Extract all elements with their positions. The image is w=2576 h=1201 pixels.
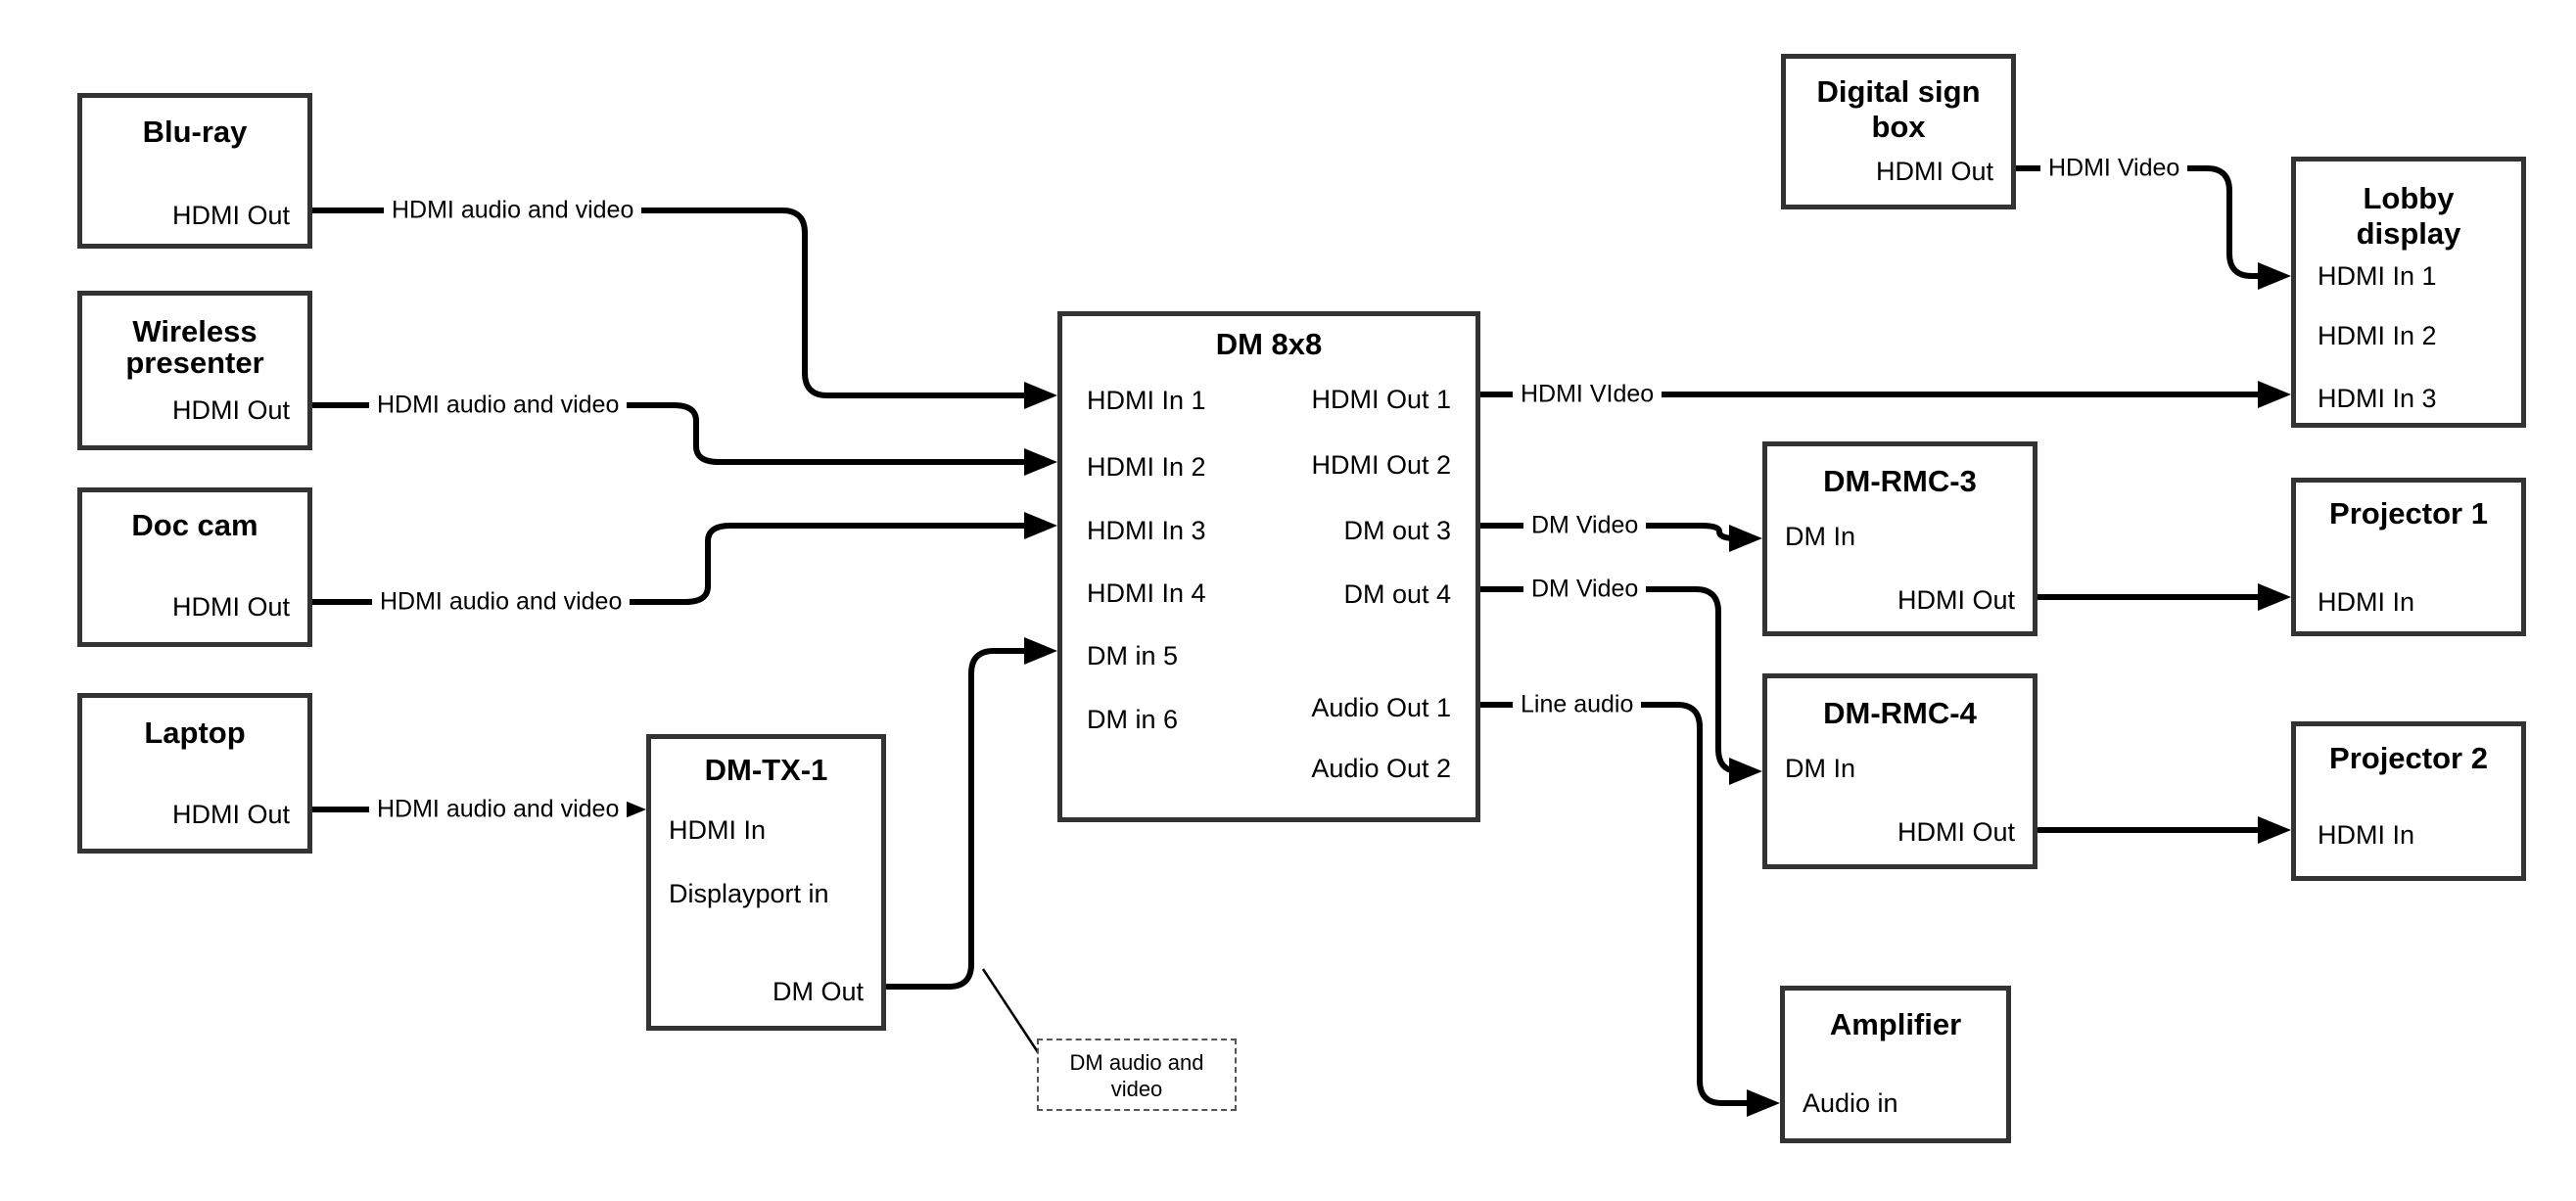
edge-doccam-to-dm8x8	[312, 523, 1034, 605]
edge-label-dm-video-out4: DM Video	[1523, 574, 1647, 605]
edge-label-hdmi-av-wireless: HDMI audio and video	[369, 390, 628, 421]
arrowhead	[2258, 583, 2291, 611]
arrowhead	[1729, 758, 1762, 785]
node-lobby-display: Lobby display HDMI In 1 HDMI In 2 HDMI I…	[2291, 157, 2526, 428]
node-title: Lobby display	[2356, 181, 2461, 251]
node-dm-rmc-4: DM-RMC-4 DM In HDMI Out	[1762, 673, 2037, 869]
edge-dm8x8-out4-to-rmc4	[1480, 586, 1740, 774]
port-dm8x8-audio-out-2: Audio Out 2	[1311, 754, 1451, 783]
node-wireless-presenter: Wireless presenter HDMI Out	[77, 291, 312, 450]
note-dm-audio-and-video: DM audio and video	[1037, 1039, 1237, 1111]
edge-dmtx1-to-dm8x8	[886, 648, 1034, 990]
port-lobby-hdmi-in-2: HDMI In 2	[2318, 321, 2437, 350]
edge-dm8x8-out3-to-rmc3	[1480, 523, 1736, 541]
node-laptop: Laptop HDMI Out	[77, 693, 312, 854]
arrowhead	[1024, 448, 1057, 476]
node-dm-8x8: DM 8x8 HDMI In 1 HDMI In 2 HDMI In 3 HDM…	[1057, 311, 1480, 822]
port-sign-hdmi-out: HDMI Out	[1875, 157, 1993, 186]
edge-label-hdmi-av-bluray: HDMI audio and video	[384, 195, 642, 226]
node-dm-rmc-3: DM-RMC-3 DM In HDMI Out	[1762, 441, 2037, 636]
node-doc-cam: Doc cam HDMI Out	[77, 487, 312, 647]
node-projector-2: Projector 2 HDMI In	[2291, 721, 2526, 881]
node-title: Projector 2	[2329, 741, 2488, 775]
port-dmtx1-displayport-in: Displayport in	[669, 879, 829, 908]
port-proj2-hdmi-in: HDMI In	[2318, 820, 2415, 850]
port-dm8x8-hdmi-out-2: HDMI Out 2	[1311, 450, 1451, 480]
port-dm8x8-hdmi-in-1: HDMI In 1	[1087, 386, 1206, 415]
port-dmtx1-hdmi-in: HDMI In	[669, 815, 767, 845]
node-title: Blu-ray	[142, 115, 248, 149]
arrowhead	[2258, 816, 2291, 844]
node-bluray: Blu-ray HDMI Out	[77, 93, 312, 249]
arrowhead	[1024, 382, 1057, 409]
node-title: Digital sign box	[1816, 74, 1981, 144]
port-amp-audio-in: Audio in	[1803, 1088, 1898, 1118]
node-title: DM-RMC-3	[1823, 464, 1977, 498]
port-dm8x8-dm-in-6: DM in 6	[1087, 705, 1179, 734]
port-dm8x8-dm-out-3: DM out 3	[1343, 516, 1451, 545]
edge-wireless-to-dm8x8	[312, 402, 1034, 465]
node-title: DM 8x8	[1215, 327, 1323, 361]
node-projector-1: Projector 1 HDMI In	[2291, 478, 2526, 636]
port-lobby-hdmi-in-3: HDMI In 3	[2318, 384, 2437, 413]
node-title: DM-TX-1	[704, 753, 828, 787]
port-dm8x8-audio-out-1: Audio Out 1	[1311, 693, 1451, 722]
port-dm8x8-hdmi-in-2: HDMI In 2	[1087, 452, 1206, 482]
port-rmc4-hdmi-out: HDMI Out	[1897, 817, 2015, 847]
port-laptop-hdmi-out: HDMI Out	[171, 800, 290, 829]
arrowhead	[1747, 1089, 1780, 1117]
node-amplifier: Amplifier Audio in	[1780, 986, 2011, 1143]
edge-label-hdmi-video-sign: HDMI Video	[2040, 153, 2188, 184]
arrowhead	[1729, 525, 1762, 552]
edge-label-hdmi-av-doccam: HDMI audio and video	[372, 586, 631, 618]
arrowhead	[2258, 262, 2291, 290]
port-wireless-hdmi-out: HDMI Out	[171, 395, 290, 425]
port-bluray-hdmi-out: HDMI Out	[171, 201, 290, 230]
port-dmtx1-dm-out: DM Out	[772, 977, 864, 1006]
arrowhead	[2258, 381, 2291, 408]
edge-label-dm-video-out3: DM Video	[1523, 510, 1647, 541]
port-proj1-hdmi-in: HDMI In	[2318, 587, 2415, 617]
node-title: Amplifier	[1829, 1007, 1962, 1041]
node-title: DM-RMC-4	[1823, 696, 1977, 730]
port-dm8x8-dm-in-5: DM in 5	[1087, 641, 1179, 670]
edge-label-hdmi-av-laptop: HDMI audio and video	[369, 794, 628, 825]
port-dm8x8-hdmi-in-3: HDMI In 3	[1087, 516, 1206, 545]
node-title: Wireless presenter	[125, 314, 264, 380]
node-title: Doc cam	[131, 508, 258, 542]
port-dm8x8-hdmi-out-1: HDMI Out 1	[1311, 385, 1451, 414]
port-dm8x8-hdmi-in-4: HDMI In 4	[1087, 578, 1206, 608]
arrowhead	[1024, 637, 1057, 665]
node-digital-sign-box: Digital sign box HDMI Out	[1781, 54, 2016, 209]
port-dm8x8-dm-out-4: DM out 4	[1343, 579, 1451, 609]
port-rmc3-dm-in: DM In	[1785, 522, 1856, 551]
edge-label-line-audio: Line audio	[1513, 689, 1642, 720]
arrowhead	[1024, 512, 1057, 539]
node-title: Projector 1	[2329, 496, 2488, 531]
edge-dm8x8-audio1-to-amp	[1480, 702, 1755, 1106]
edge-label-hdmi-video-out1: HDMI VIdeo	[1513, 379, 1663, 410]
edge-bluray-to-dm8x8	[312, 208, 1034, 398]
edge-sign-to-lobby	[2016, 165, 2266, 279]
node-dm-tx-1: DM-TX-1 HDMI In Displayport in DM Out	[646, 734, 886, 1031]
note-pointer-line	[981, 968, 1042, 1056]
port-rmc4-dm-in: DM In	[1785, 754, 1856, 783]
node-title: Laptop	[144, 716, 246, 750]
port-rmc3-hdmi-out: HDMI Out	[1897, 585, 2015, 615]
port-doccam-hdmi-out: HDMI Out	[171, 592, 290, 622]
port-lobby-hdmi-in-1: HDMI In 1	[2318, 261, 2437, 291]
